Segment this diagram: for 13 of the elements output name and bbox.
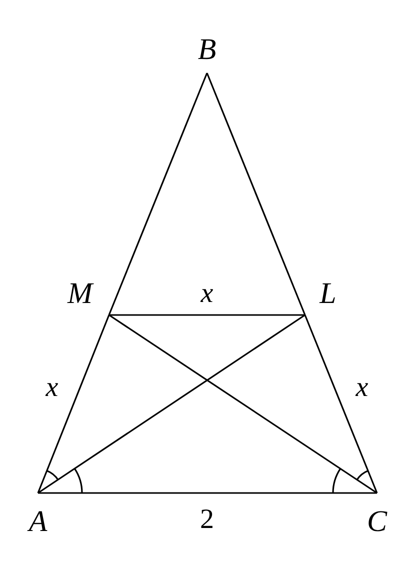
line-segment xyxy=(206,72,306,316)
vertex-label: M xyxy=(68,279,92,309)
line-segment xyxy=(304,314,378,494)
vertex-label: C xyxy=(367,507,387,537)
vertex-label: L xyxy=(320,279,336,309)
line-segment xyxy=(108,314,378,494)
line-segment xyxy=(38,314,306,494)
vertex-label: A xyxy=(28,507,48,537)
vertex-label: B xyxy=(198,35,216,65)
line-segment xyxy=(109,314,305,316)
line-segment xyxy=(37,314,110,494)
line-segment xyxy=(108,72,208,316)
line-segment xyxy=(38,492,377,494)
